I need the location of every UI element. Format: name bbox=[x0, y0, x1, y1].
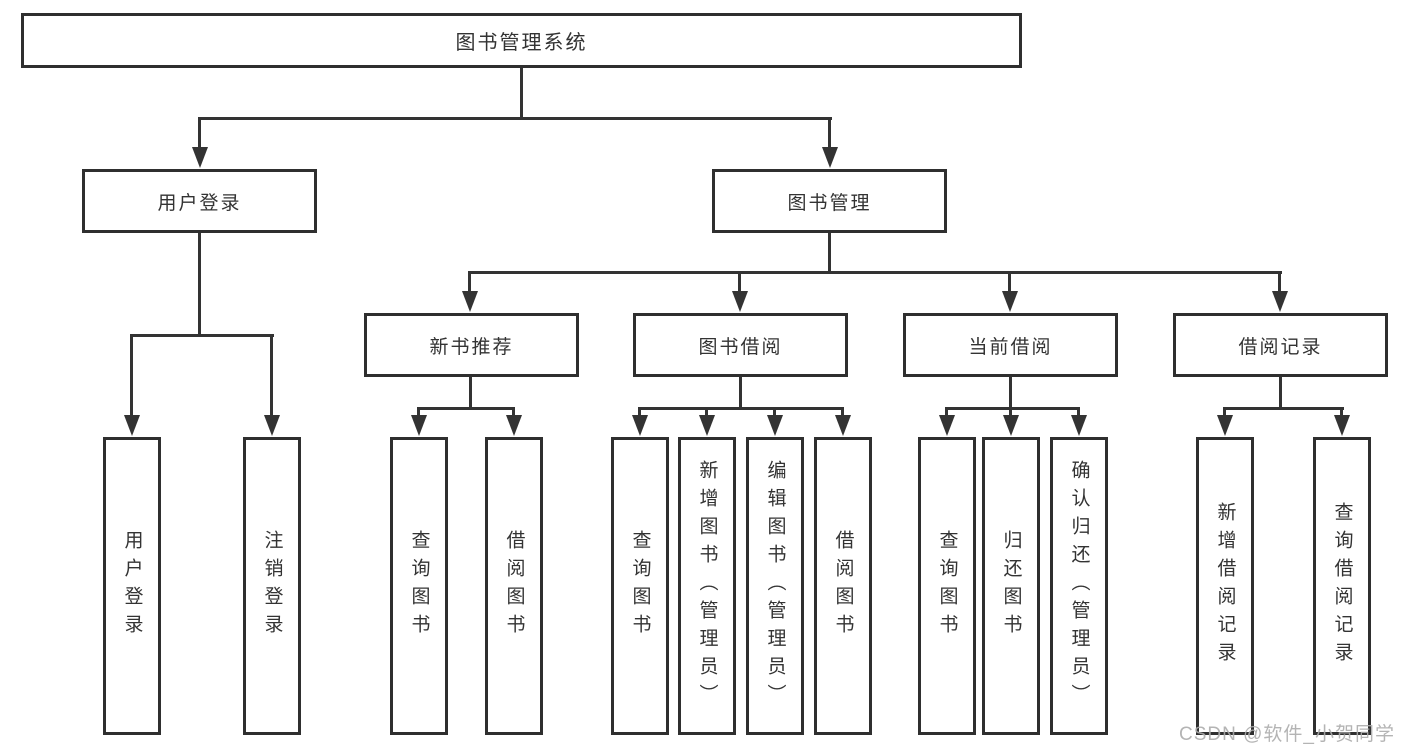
connector-line bbox=[945, 407, 1080, 410]
leaf-br-add-record: 新增借阅记录 bbox=[1196, 437, 1254, 735]
node-user-login-group: 用户登录 bbox=[82, 169, 317, 233]
connector-arrow-down bbox=[417, 407, 420, 415]
connector-arrow-down bbox=[841, 407, 844, 415]
connector-arrow-down bbox=[1223, 407, 1226, 415]
leaf-bb-add-book: 新增图书（管理员） bbox=[678, 437, 736, 735]
connector-line bbox=[198, 117, 832, 120]
connector-line bbox=[198, 233, 201, 337]
node-book-mgmt-group: 图书管理 bbox=[712, 169, 947, 233]
connector-arrow-down bbox=[828, 117, 831, 147]
leaf-rec-query-book: 查询图书 bbox=[390, 437, 448, 735]
connector-arrow-down bbox=[198, 117, 201, 147]
connector-line bbox=[1279, 377, 1282, 410]
node-root-system: 图书管理系统 bbox=[21, 13, 1022, 68]
node-borrow-record: 借阅记录 bbox=[1173, 313, 1388, 377]
leaf-bb-borrow-book: 借阅图书 bbox=[814, 437, 872, 735]
connector-arrow-down bbox=[1077, 407, 1080, 415]
leaf-cb-return-book: 归还图书 bbox=[982, 437, 1040, 735]
connector-arrow-down bbox=[945, 407, 948, 415]
connector-line bbox=[131, 334, 274, 337]
connector-arrow-down bbox=[1009, 407, 1012, 415]
leaf-br-query-record: 查询借阅记录 bbox=[1313, 437, 1371, 735]
node-new-book-recommend: 新书推荐 bbox=[364, 313, 579, 377]
leaf-rec-borrow-book: 借阅图书 bbox=[485, 437, 543, 735]
connector-line bbox=[520, 68, 523, 117]
connector-arrow-down bbox=[1278, 271, 1281, 291]
leaf-bb-edit-book: 编辑图书（管理员） bbox=[746, 437, 804, 735]
connector-arrow-down bbox=[1340, 407, 1343, 415]
node-current-borrow: 当前借阅 bbox=[903, 313, 1118, 377]
leaf-cb-query-book: 查询图书 bbox=[918, 437, 976, 735]
leaf-user-login: 用户登录 bbox=[103, 437, 161, 735]
connector-line bbox=[469, 377, 472, 410]
node-book-borrow: 图书借阅 bbox=[633, 313, 848, 377]
leaf-bb-query-book: 查询图书 bbox=[611, 437, 669, 735]
connector-line bbox=[1009, 377, 1012, 410]
leaf-cb-confirm-return: 确认归还（管理员） bbox=[1050, 437, 1108, 735]
connector-arrow-down bbox=[130, 334, 133, 415]
connector-line bbox=[828, 233, 831, 274]
connector-line bbox=[1223, 407, 1344, 410]
connector-arrow-down bbox=[1008, 271, 1011, 291]
csdn-watermark: CSDN @软件_小贺同学 bbox=[1179, 724, 1395, 745]
leaf-logout-login: 注销登录 bbox=[243, 437, 301, 735]
connector-arrow-down bbox=[738, 271, 741, 291]
connector-line bbox=[417, 407, 515, 410]
connector-line bbox=[638, 407, 844, 410]
connector-arrow-down bbox=[705, 407, 708, 415]
connector-arrow-down bbox=[468, 271, 471, 291]
connector-arrow-down bbox=[270, 334, 273, 415]
connector-line bbox=[469, 271, 1282, 274]
connector-arrow-down bbox=[512, 407, 515, 415]
connector-line bbox=[739, 377, 742, 410]
connector-arrow-down bbox=[638, 407, 641, 415]
connector-arrow-down bbox=[773, 407, 776, 415]
